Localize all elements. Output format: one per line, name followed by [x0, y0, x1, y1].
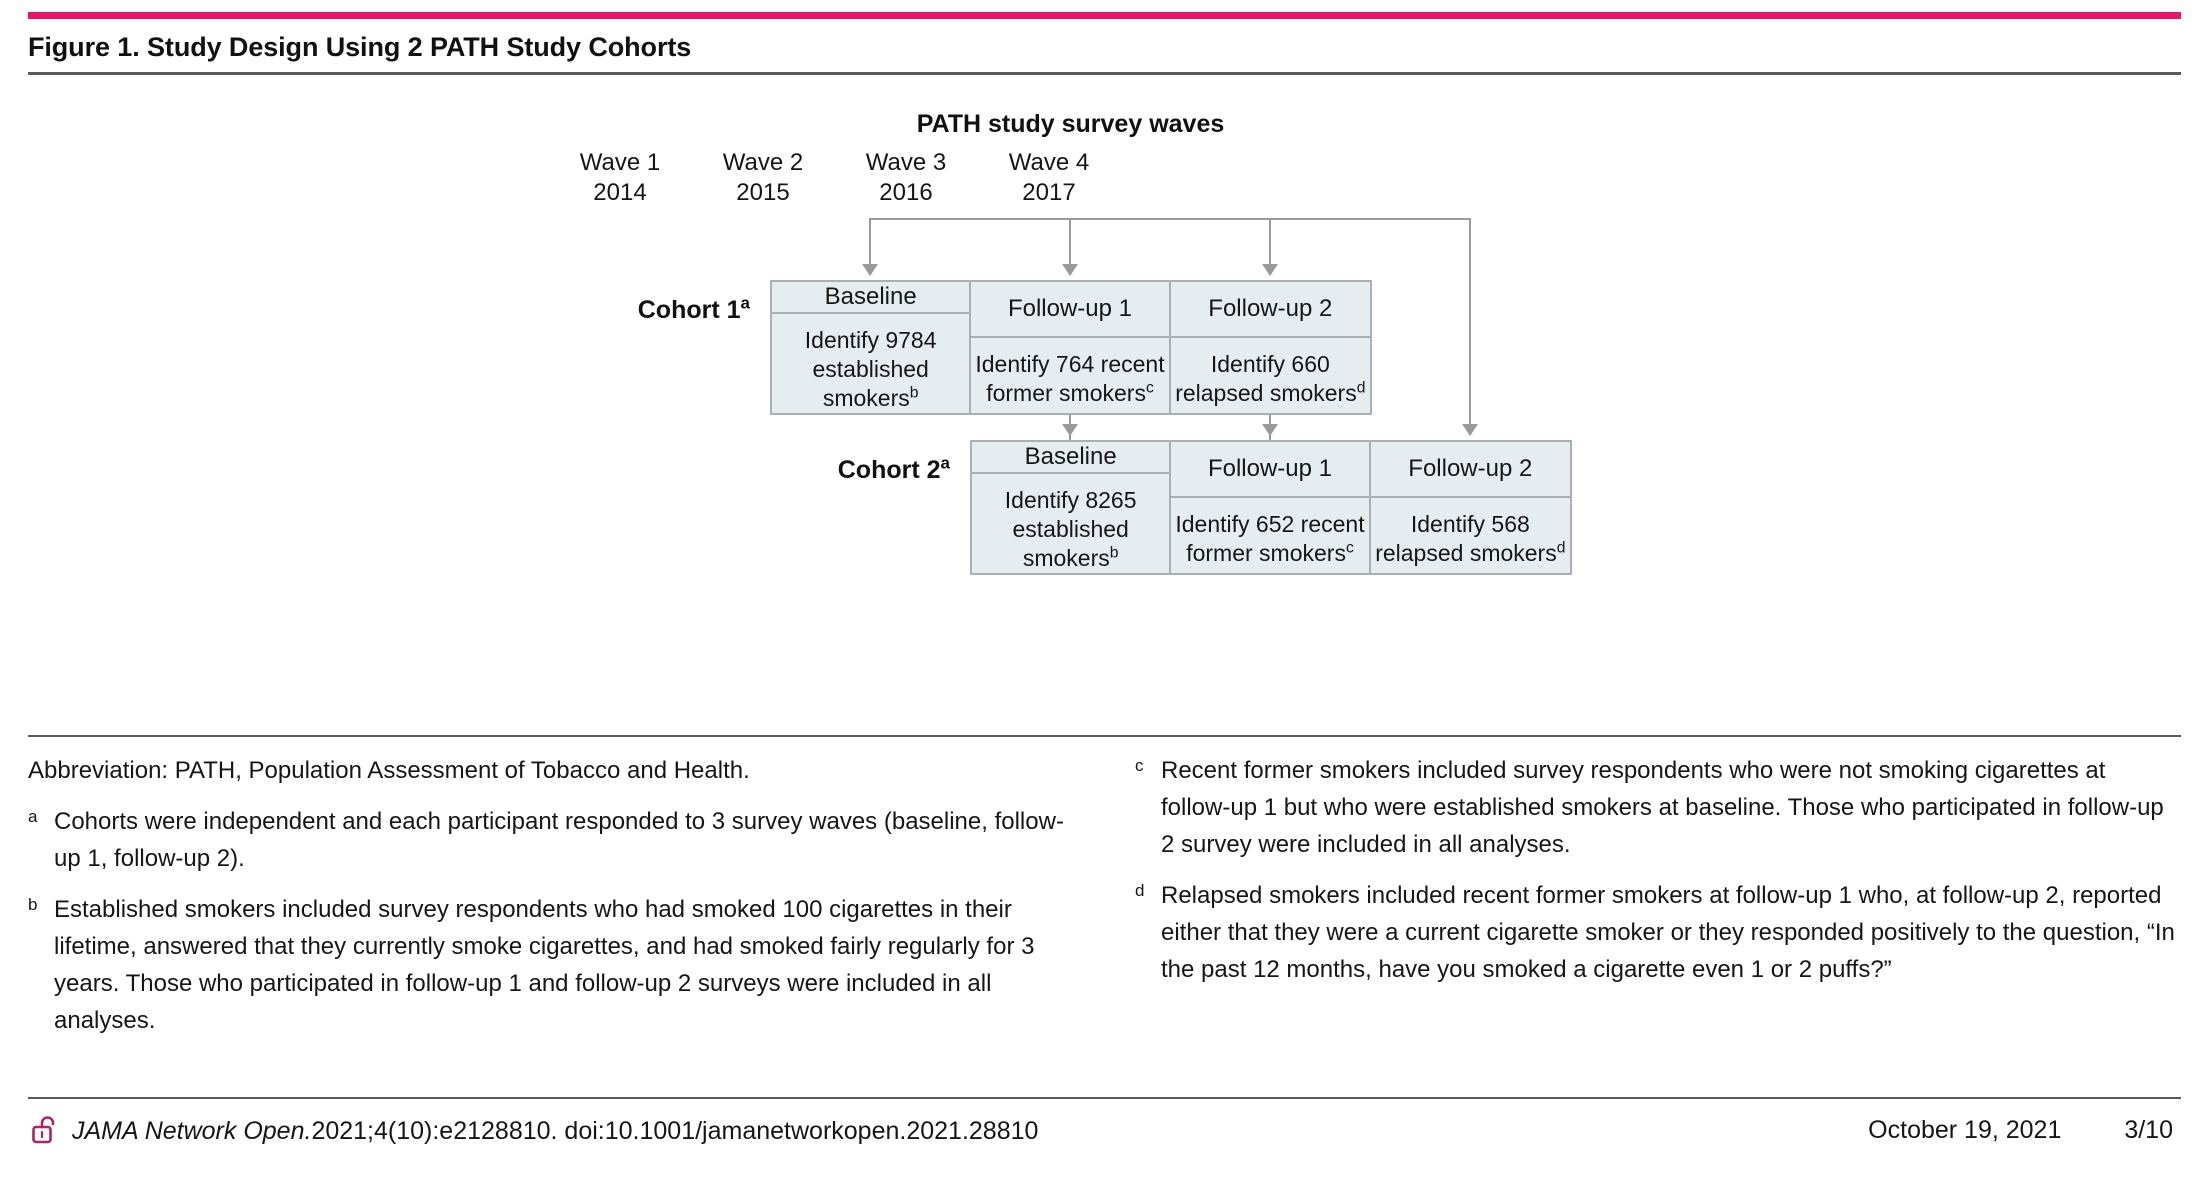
study-design-diagram: PATH study survey waves Wave 1 2014 Wave…: [0, 80, 2201, 720]
wave2-arrowhead: [1062, 264, 1078, 276]
cell-body-text: Identify 660 relapsed smokers: [1175, 351, 1357, 406]
diagram-title: PATH study survey waves: [916, 110, 1225, 138]
footnotes-left-column: Abbreviation: PATH, Population Assessmen…: [28, 752, 1083, 1053]
cell-body-text: Identify 9784 established smokers: [804, 327, 937, 411]
cohort-1-table: Baseline Identify 9784 established smoke…: [770, 280, 1372, 415]
cohort-1-col-followup2: Follow-up 2 Identify 660 relapsed smoker…: [1170, 282, 1370, 413]
wave-year: 2014: [593, 179, 647, 206]
cohort-1-col-followup1: Follow-up 1 Identify 764 recent former s…: [971, 282, 1171, 413]
wave-header-2: Wave 2 2015: [663, 148, 863, 208]
footnote-d: d Relapsed smokers included recent forme…: [1135, 877, 2181, 988]
footer-meta: October 19, 2021 3/10: [1868, 1116, 2173, 1145]
wave-year: 2016: [879, 179, 933, 206]
cell-body-text: Identify 8265 established smokers: [1004, 487, 1137, 571]
cell-head: Follow-up 2: [1170, 282, 1370, 338]
figure-title: Figure 1. Study Design Using 2 PATH Stud…: [28, 32, 692, 62]
footnote-d-text: Relapsed smokers included recent former …: [1161, 882, 2175, 983]
cell-head: Follow-up 1: [971, 282, 1169, 338]
cell-body-text: Identify 568 relapsed smokers: [1375, 511, 1557, 566]
footnote-a-text: Cohorts were independent and each partic…: [54, 808, 1064, 872]
wave-header-4: Wave 4 2017: [949, 148, 1149, 208]
cell-head: Follow-up 2: [1370, 442, 1570, 498]
cell-head: Baseline: [772, 282, 970, 314]
cohort-label-footnote-mark: a: [940, 453, 950, 473]
cell-body: Identify 9784 established smokersb: [772, 314, 969, 413]
cell-head: Baseline: [972, 442, 1170, 474]
cell-body-text: Identify 764 recent former smokers: [975, 351, 1165, 406]
cohort-1-col-baseline: Baseline Identify 9784 established smoke…: [772, 282, 972, 413]
wave-label: Wave 3: [865, 149, 947, 176]
footer-citation: JAMA Network Open. 2021;4(10):e2128810. …: [30, 1114, 1038, 1148]
cohort1-fu2-to-cohort2-fu1-line: [1269, 415, 1271, 462]
wave3-arrowhead: [1262, 264, 1278, 276]
wave-bus-line: [869, 218, 1470, 220]
wave4-drop-line: [1469, 218, 1471, 426]
footnote-b-text: Established smokers included survey resp…: [54, 896, 1035, 1034]
citation-detail: 2021;4(10):e2128810. doi:10.1001/jamanet…: [311, 1116, 1039, 1145]
cell-body: Identify 660 relapsed smokersd: [1171, 338, 1370, 413]
footer-divider: [28, 1097, 2181, 1099]
cohort-2-col-followup2: Follow-up 2 Identify 568 relapsed smoker…: [1370, 442, 1570, 573]
cohort1-fu2-arrowhead: [1262, 424, 1278, 436]
cell-footnote-mark: b: [909, 384, 919, 402]
open-access-lock-icon: [32, 1116, 55, 1144]
wave-header-3: Wave 3 2016: [806, 148, 1006, 208]
cell-body-text: Identify 652 recent former smokers: [1175, 511, 1365, 566]
cohort-2-col-followup1: Follow-up 1 Identify 652 recent former s…: [1171, 442, 1371, 573]
brand-accent-bar: [28, 12, 2181, 19]
cohort-label-text: Cohort 1: [637, 296, 741, 324]
wave1-drop-line: [869, 218, 871, 266]
wave-label: Wave 4: [1008, 149, 1090, 176]
footnotes-right-column: c Recent former smokers included survey …: [1135, 752, 2181, 1002]
cohort1-fu1-to-cohort2-baseline-line: [1069, 415, 1071, 462]
cell-head: Follow-up 1: [1171, 442, 1369, 498]
cohort-2-col-baseline: Baseline Identify 8265 established smoke…: [972, 442, 1172, 573]
wave-year: 2017: [1022, 179, 1076, 206]
cohort-2-table: Baseline Identify 8265 established smoke…: [970, 440, 1572, 575]
wave3-drop-line: [1269, 218, 1271, 266]
cell-body: Identify 568 relapsed smokersd: [1371, 498, 1570, 573]
abbreviation-note: Abbreviation: PATH, Population Assessmen…: [28, 757, 750, 784]
footnote-c: c Recent former smokers included survey …: [1135, 752, 2181, 863]
cell-body: Identify 652 recent former smokersc: [1171, 498, 1368, 573]
footnote-b-mark: b: [28, 895, 38, 914]
footnote-c-text: Recent former smokers included survey re…: [1161, 757, 2164, 858]
cell-footnote-mark: d: [1356, 379, 1366, 397]
journal-name: JAMA Network Open.: [72, 1116, 312, 1145]
cell-body: Identify 8265 established smokersb: [972, 474, 1169, 573]
cell-body: Identify 764 recent former smokersc: [971, 338, 1168, 413]
cell-footnote-mark: b: [1109, 544, 1119, 562]
footnote-b: b Established smokers included survey re…: [28, 891, 1083, 1039]
footnotes-divider: [28, 735, 2181, 737]
wave1-arrowhead: [862, 264, 878, 276]
wave4-arrowhead: [1462, 424, 1478, 436]
cell-footnote-mark: d: [1556, 539, 1566, 557]
cohort-label-footnote-mark: a: [740, 293, 750, 313]
footnote-a-mark: a: [28, 807, 38, 826]
title-divider: [28, 72, 2181, 75]
wave-header-1: Wave 1 2014: [520, 148, 720, 208]
footnote-a: a Cohorts were independent and each part…: [28, 803, 1083, 877]
cohort-1-label: Cohort 1a: [560, 293, 750, 325]
wave-year: 2015: [736, 179, 790, 206]
page-number: 3/10: [2124, 1116, 2173, 1144]
publication-date: October 19, 2021: [1868, 1116, 2062, 1144]
cell-footnote-mark: c: [1345, 539, 1354, 557]
wave-label: Wave 2: [722, 149, 804, 176]
cohort-2-label: Cohort 2a: [760, 453, 950, 485]
cohort1-fu1-arrowhead: [1062, 424, 1078, 436]
cohort-label-text: Cohort 2: [837, 456, 941, 484]
wave-label: Wave 1: [579, 149, 661, 176]
wave2-drop-line: [1069, 218, 1071, 266]
footnote-c-mark: c: [1135, 756, 1144, 775]
cell-footnote-mark: c: [1145, 379, 1154, 397]
footnote-d-mark: d: [1135, 881, 1145, 900]
